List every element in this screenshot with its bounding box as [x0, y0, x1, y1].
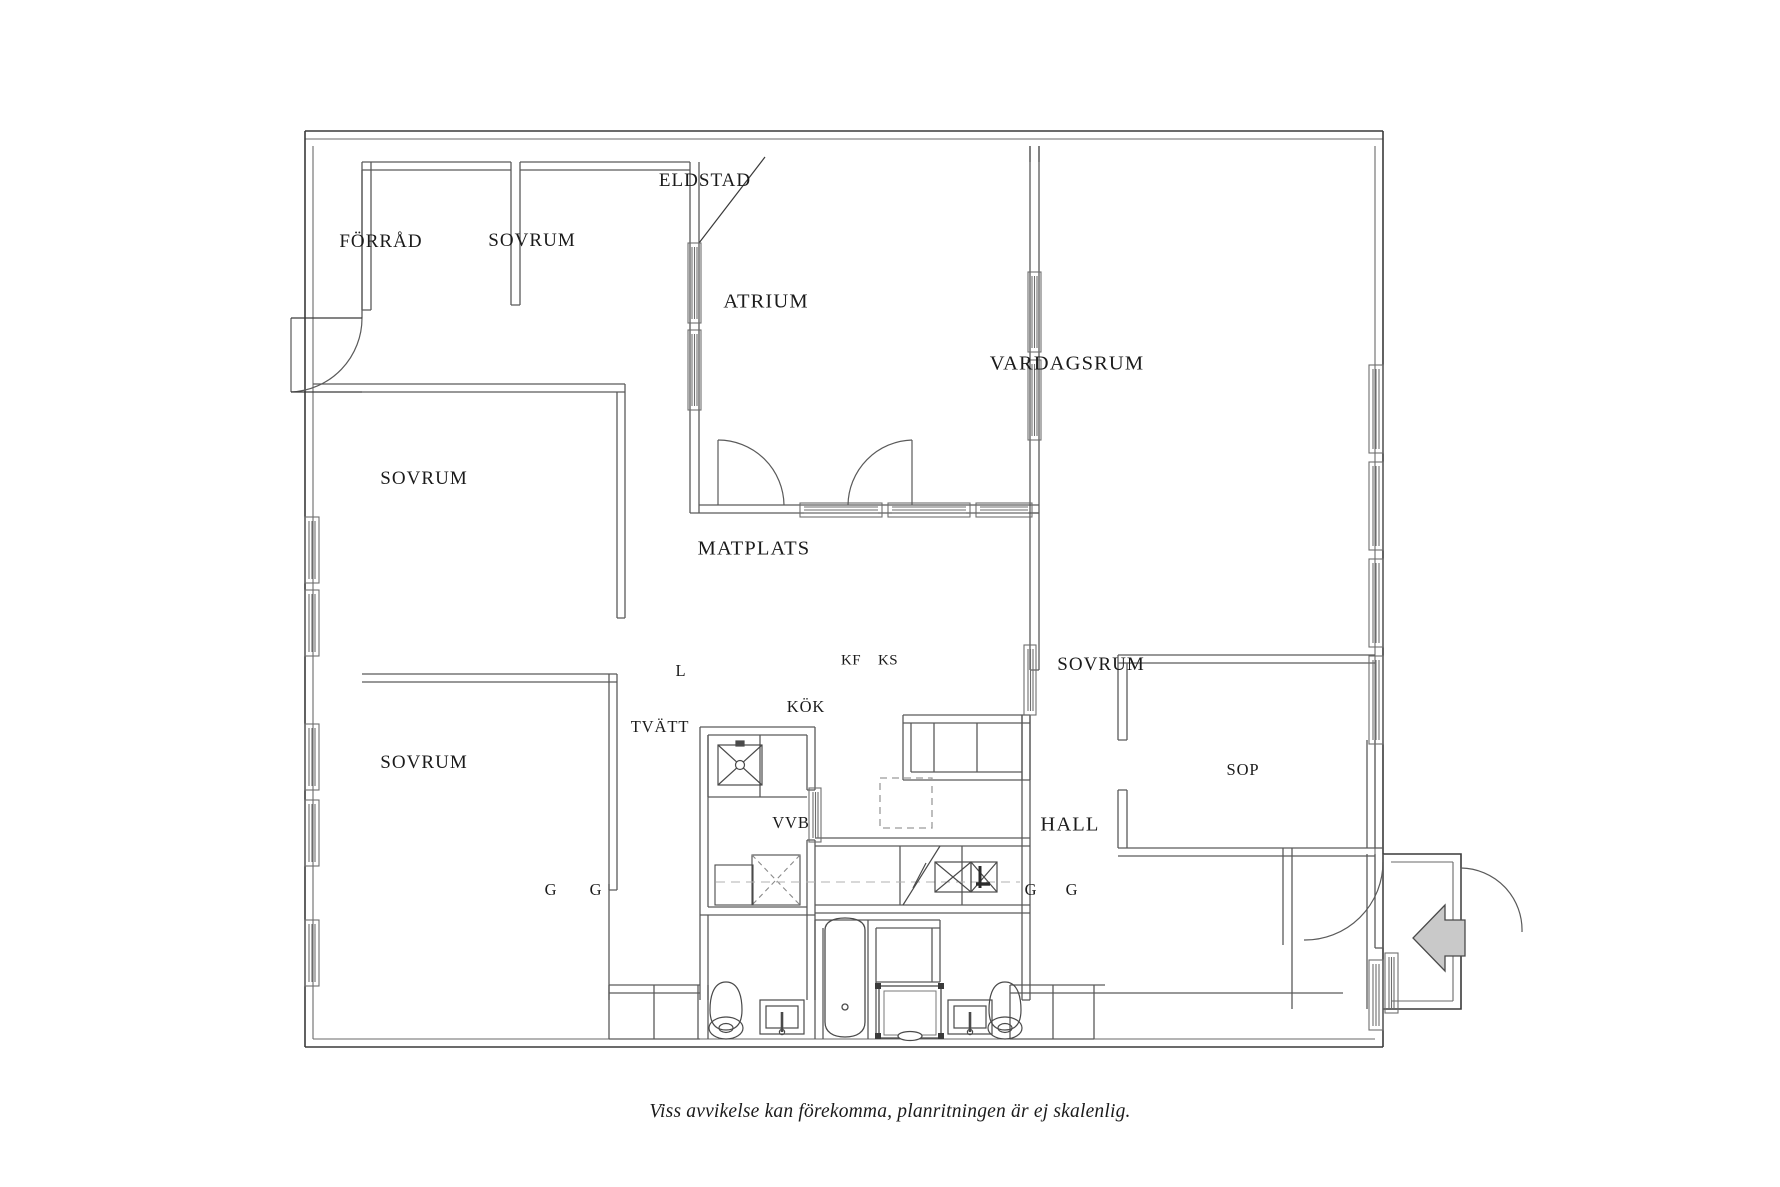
- window-atrium-right-1: [1027, 271, 1042, 353]
- toilet-right-icon: [987, 981, 1023, 1040]
- entrance-arrow-icon: [1412, 903, 1466, 973]
- eldstad-leader-line: [698, 156, 766, 244]
- tvatt-counter-icon: [714, 864, 754, 906]
- fixture-label-wardrobe-3: G: [1024, 880, 1038, 899]
- window-core-1: [808, 787, 822, 843]
- windows: [304, 242, 1399, 1031]
- service-core-walls: [608, 714, 1031, 1040]
- washing-machine-icon: [717, 740, 763, 786]
- bathtub-icon: [824, 917, 866, 1038]
- right-zone-partitions: [1009, 146, 1384, 1040]
- window-left-4: [304, 799, 320, 867]
- room-label-sovrum-right: SOVRUM: [1057, 654, 1145, 675]
- window-right-5: [1368, 959, 1384, 1031]
- window-atrium-right-2: [1027, 359, 1042, 441]
- window-left-2: [304, 589, 320, 657]
- door-swings: [290, 317, 1523, 941]
- fixture-label-wardrobe-1: G: [544, 880, 558, 899]
- fixture-label-drying-cabinet: L: [675, 661, 687, 680]
- window-left-1: [304, 516, 320, 584]
- room-label-sovrum-left-1: SOVRUM: [380, 468, 468, 489]
- room-label-forrad: FÖRRÅD: [339, 231, 423, 252]
- washbasin-left-icon: [759, 999, 805, 1036]
- window-atrium-bottom-2: [887, 502, 971, 518]
- interior-partitions: [313, 161, 690, 1000]
- kitchen-hood-dashed-icon: [879, 777, 933, 829]
- toilet-left-icon: [708, 981, 744, 1040]
- room-label-atrium: ATRIUM: [723, 290, 809, 313]
- room-label-kok: KÖK: [786, 697, 826, 716]
- window-core-2: [1023, 644, 1037, 716]
- room-label-vardagsrum: VARDAGSRUM: [989, 352, 1145, 375]
- room-label-tvatt: TVÄTT: [630, 717, 690, 736]
- window-vestibule: [1384, 952, 1399, 1014]
- room-label-sovrum-top: SOVRUM: [488, 230, 576, 251]
- window-atrium-bottom-3: [975, 502, 1033, 518]
- shower-cabin-icon: [875, 983, 944, 1042]
- window-atrium-bottom-1: [799, 502, 883, 518]
- window-right-1: [1368, 364, 1384, 454]
- window-atrium-left-1: [687, 242, 702, 324]
- shower-tray-tvatt-icon: [751, 854, 801, 906]
- room-label-eldstad: ELDSTAD: [658, 170, 752, 191]
- window-left-5: [304, 919, 320, 987]
- building-outline: [304, 130, 1384, 1048]
- window-right-4: [1368, 655, 1384, 745]
- fixture-label-wardrobe-2: G: [589, 880, 603, 899]
- room-label-sop: SOP: [1226, 760, 1260, 779]
- atrium-walls: [689, 146, 1040, 514]
- fixture-label-freezer: KS: [877, 652, 899, 669]
- window-right-2: [1368, 461, 1384, 551]
- room-label-sovrum-left-2: SOVRUM: [380, 752, 468, 773]
- window-left-3: [304, 723, 320, 791]
- room-label-matplats: MATPLATS: [697, 537, 811, 560]
- kitchen-sink-icon: [934, 861, 998, 893]
- fixture-label-water-heater: VVB: [772, 813, 810, 832]
- window-right-3: [1368, 558, 1384, 648]
- window-atrium-left-2: [687, 329, 702, 411]
- disclaimer-caption: Viss avvikelse kan förekomma, planritnin…: [649, 1101, 1131, 1122]
- fixture-label-wardrobe-4: G: [1065, 880, 1079, 899]
- washbasin-right-icon: [947, 999, 993, 1036]
- stove-icon: [902, 845, 941, 906]
- room-label-hall: HALL: [1040, 813, 1100, 836]
- fixture-label-fridge: KF: [840, 652, 862, 669]
